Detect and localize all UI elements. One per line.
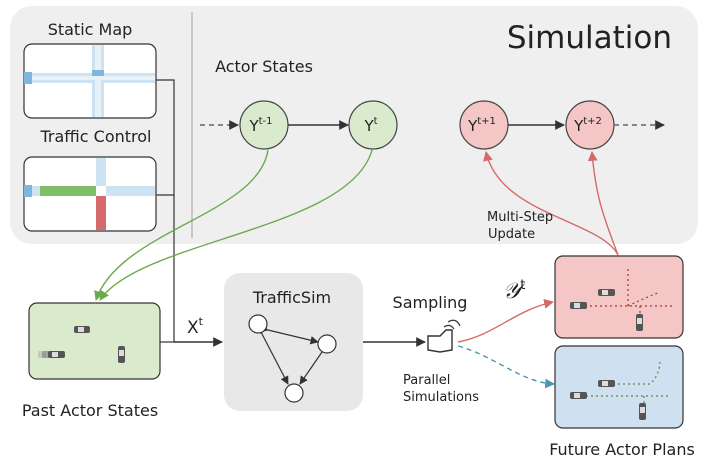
context-connector [156,79,175,196]
static-map-label: Static Map [48,20,133,39]
actor-states-label: Actor States [215,57,313,76]
simulation-title: Simulation [507,20,672,56]
static-map-thumbnail [23,43,157,119]
past-actor-states-box [28,302,161,380]
car-icon [636,314,643,331]
green-arrow-from-y-t [99,149,373,301]
parallel-simulations-label-2: Simulations [403,390,479,405]
green-arrow-from-y-t-minus-1 [94,149,269,301]
sampling-hand-icon [427,319,461,353]
trafficsim-graph [248,314,337,403]
trafficsim-label: TrafficSim [252,288,331,307]
future-plan-red-box [554,255,684,339]
car-icon [38,351,65,358]
past-actor-states-label: Past Actor States [22,401,158,420]
svg-text:Yt: Yt [363,116,377,135]
sampling-label: Sampling [393,293,468,312]
blue-sample-arrow [457,345,555,389]
node-y-t-plus-1: Yt+1 [459,100,509,150]
traffic-control-thumbnail [23,156,157,232]
multi-step-arrow-to-t+2 [587,151,619,256]
future-plan-blue-box [554,345,684,429]
svg-text:Yt-1: Yt-1 [248,116,272,135]
svg-text:Yt+2: Yt+2 [573,116,602,135]
node-y-t-minus-1: Yt-1 [239,100,289,150]
multi-step-arrow-to-t+1 [483,151,619,256]
car-icon [639,403,646,420]
red-sample-arrow [457,299,554,343]
node-y-t: Yt [348,100,398,150]
xt-symbol: Xt [187,315,204,338]
multi-step-update-label-2: Update [488,227,535,242]
sample-symbol: 𝒴t [503,278,526,304]
car-icon [570,392,587,399]
future-actor-plans-label: Future Actor Plans [549,440,695,459]
svg-text:Yt+1: Yt+1 [467,116,496,135]
parallel-simulations-label: Parallel [403,373,450,388]
car-icon [598,289,615,296]
car-icon [118,346,125,363]
car-icon [570,302,587,309]
car-icon [598,380,615,387]
traffic-control-label: Traffic Control [40,127,152,146]
multi-step-update-label: Multi-Step [487,210,553,225]
car-icon [74,326,90,333]
node-y-t-plus-2: Yt+2 [565,100,615,150]
